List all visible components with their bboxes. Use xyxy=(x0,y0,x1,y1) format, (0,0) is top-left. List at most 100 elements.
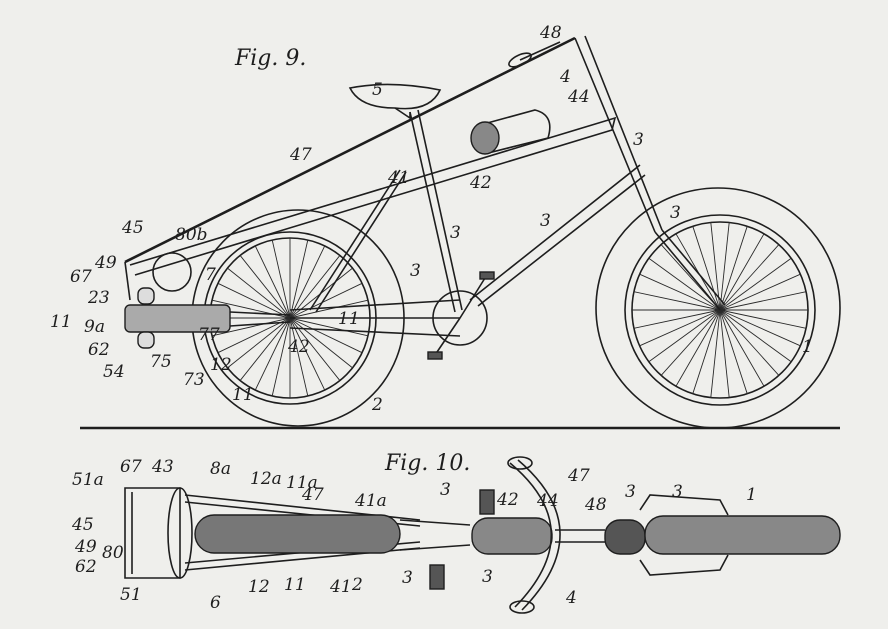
reference-numeral: 62 xyxy=(88,340,110,360)
reference-numeral: 73 xyxy=(183,370,205,390)
seat-tube xyxy=(409,109,463,313)
spoke xyxy=(633,291,721,311)
spoke xyxy=(719,226,748,311)
reference-numeral: 3 xyxy=(625,482,636,502)
spoke xyxy=(289,317,309,397)
spoke xyxy=(289,317,353,369)
reference-numeral: 2 xyxy=(371,395,383,415)
spoke xyxy=(271,239,291,319)
reference-numeral: 3 xyxy=(450,223,461,243)
reference-numeral: 80 xyxy=(102,543,124,563)
front-wheel xyxy=(595,187,841,429)
reference-numeral: 7 xyxy=(205,265,216,285)
reference-numeral: 44 xyxy=(536,491,559,511)
spoke xyxy=(289,299,369,319)
spoke xyxy=(289,317,326,391)
reference-numeral: 3 xyxy=(633,130,644,150)
reference-numeral: 12a xyxy=(250,469,282,489)
reference-numeral: 62 xyxy=(75,557,97,577)
reference-numeral: 41 xyxy=(329,577,352,597)
figure-10-title: Fig. 10. xyxy=(384,451,470,476)
seat-stay xyxy=(309,169,407,313)
spoke xyxy=(719,309,807,329)
reference-numeral: 3 xyxy=(540,211,551,231)
reference-numeral: 3 xyxy=(482,567,493,587)
spoke xyxy=(710,222,721,311)
spoke xyxy=(289,317,363,354)
reference-numeral: 51a xyxy=(72,470,104,490)
spoke xyxy=(719,244,780,311)
reference-numeral: 11 xyxy=(50,312,72,332)
reference-numeral: 47 xyxy=(289,145,312,165)
spoke xyxy=(660,309,721,376)
spoke xyxy=(719,309,780,376)
spoke xyxy=(211,317,291,337)
reference-numeral: 5 xyxy=(372,80,383,100)
head-tube xyxy=(574,35,663,233)
spoke xyxy=(719,273,801,311)
spoke xyxy=(239,317,291,381)
spoke xyxy=(289,317,369,337)
spoke xyxy=(639,309,721,347)
reference-numeral: 48 xyxy=(584,495,607,515)
spoke xyxy=(633,309,721,329)
spoke xyxy=(217,282,291,319)
cable-47 xyxy=(124,36,576,264)
top-tube-41 xyxy=(129,116,617,276)
reference-numeral: 12 xyxy=(210,355,232,375)
reference-numeral: 11a xyxy=(286,473,318,493)
reference-numeral: 3 xyxy=(402,568,413,588)
reference-numeral: 77 xyxy=(198,325,220,345)
reference-numeral: 45 xyxy=(121,218,144,238)
reference-numeral: 44 xyxy=(567,87,590,107)
chain xyxy=(289,299,461,337)
reference-numeral: 48 xyxy=(539,23,562,43)
spoke xyxy=(719,257,792,311)
reference-numeral: 41 xyxy=(387,168,410,188)
reference-numeral: 4 xyxy=(559,67,571,87)
reference-numeral: 47 xyxy=(567,466,590,486)
reference-numeral: 80b xyxy=(175,225,208,245)
reference-numeral: 11 xyxy=(232,385,254,405)
frame xyxy=(124,35,726,360)
chainring xyxy=(432,290,488,346)
reference-numeral: 1 xyxy=(746,485,757,505)
reference-numeral: 1 xyxy=(802,337,813,357)
reference-numeral: 23 xyxy=(87,288,110,308)
spoke xyxy=(719,309,748,394)
reference-numeral: 11 xyxy=(284,575,306,595)
down-tube xyxy=(469,164,646,307)
spoke xyxy=(239,255,291,319)
spoke xyxy=(710,309,721,398)
spoke xyxy=(254,245,291,319)
reference-numeral: 41a xyxy=(354,491,387,511)
spoke xyxy=(675,309,721,387)
fork xyxy=(654,229,726,311)
reference-numeral: 42 xyxy=(496,490,519,510)
reference-numeral: 12 xyxy=(248,577,270,597)
spoke xyxy=(254,317,291,391)
reference-numeral: 2 xyxy=(351,575,363,595)
reference-numeral: 47 xyxy=(301,485,324,505)
spoke xyxy=(648,257,721,311)
engine xyxy=(124,252,291,349)
handlebar-4 xyxy=(519,41,561,61)
reference-numeral: 8a xyxy=(210,459,231,479)
spoke xyxy=(719,309,765,387)
reference-numeral: 49 xyxy=(74,537,97,557)
figure-9-title: Fig. 9. xyxy=(234,46,306,71)
handlebar-4 xyxy=(509,459,561,611)
spoke xyxy=(692,309,721,394)
spoke xyxy=(217,317,291,354)
reference-numeral: 11 xyxy=(338,309,360,329)
reference-numeral: 54 xyxy=(103,362,125,382)
saddle-5 xyxy=(348,83,442,110)
spoke xyxy=(639,273,721,311)
reference-numeral: 42 xyxy=(287,337,310,357)
spoke xyxy=(289,245,326,319)
reference-numeral: 49 xyxy=(94,253,117,273)
spoke xyxy=(648,309,721,363)
spoke xyxy=(719,309,792,363)
